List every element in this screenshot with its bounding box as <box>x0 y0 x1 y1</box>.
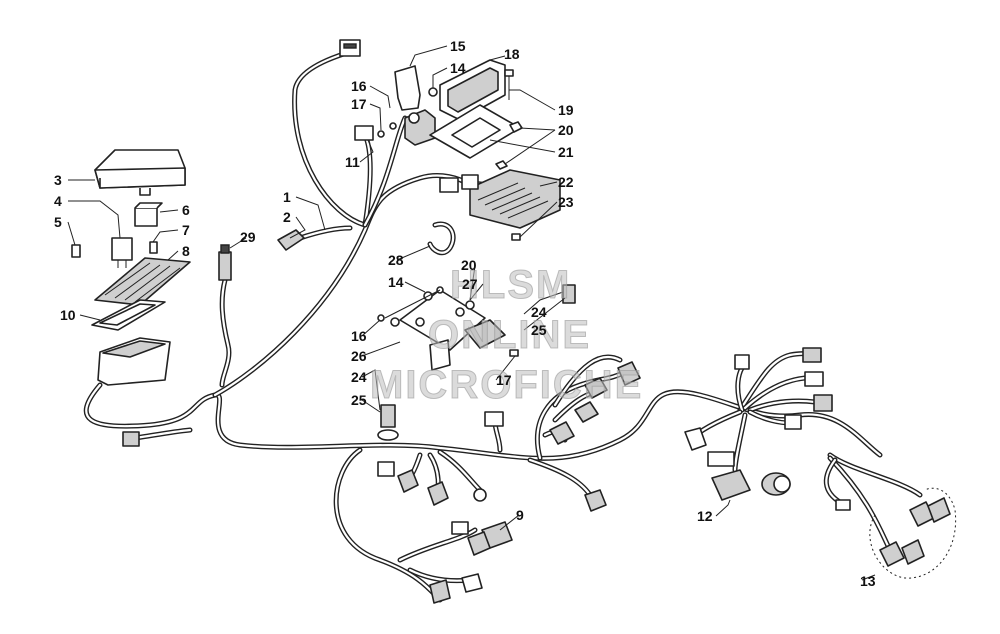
part-8-fuse-panel <box>94 257 191 306</box>
watermark-line2: ONLINE <box>428 313 591 357</box>
callout-13: 13 <box>860 573 876 589</box>
callout-26: 26 <box>351 348 367 364</box>
callout-27: 27 <box>462 276 478 292</box>
part-19-bolt <box>504 69 514 100</box>
callout-20-upper: 20 <box>558 122 574 138</box>
callout-11: 11 <box>345 154 360 170</box>
part-11-connector <box>354 125 374 141</box>
callout-6: 6 <box>182 202 190 218</box>
callout-25-right: 25 <box>531 322 547 338</box>
part-28-clip <box>427 221 456 256</box>
part-14-nut <box>428 87 438 97</box>
part-24-25-grommet <box>377 284 576 441</box>
part-16-17-screw <box>377 122 397 138</box>
watermark: HLSM ONLINE MICROFICHE <box>370 263 643 408</box>
callout-19: 19 <box>558 102 574 118</box>
callout-28: 28 <box>388 252 404 268</box>
part-7-fuse <box>149 241 158 254</box>
part-29-sensor <box>218 244 232 281</box>
callout-20-lower: 20 <box>461 257 477 273</box>
left-stub-connector <box>122 431 140 447</box>
callout-5: 5 <box>54 214 62 230</box>
callout-22: 22 <box>558 174 574 190</box>
callout-17-lower: 17 <box>496 372 512 388</box>
right-connectors <box>734 347 851 511</box>
callout-15: 15 <box>450 38 466 54</box>
part-12-connector <box>684 427 791 501</box>
callout-9: 9 <box>516 507 524 523</box>
watermark-line3: MICROFICHE <box>370 363 643 407</box>
callout-8: 8 <box>182 243 190 259</box>
part-2-connector <box>277 229 305 251</box>
callout-16-lower: 16 <box>351 328 367 344</box>
callout-2: 2 <box>283 209 291 225</box>
part-23-bolt <box>511 233 521 241</box>
part-26-bracket <box>399 289 486 351</box>
mid-connectors <box>377 361 641 512</box>
callout-3: 3 <box>54 172 62 188</box>
part-27-spacer <box>465 300 475 310</box>
callout-23: 23 <box>558 194 574 210</box>
callout-labels: 1 2 3 4 5 6 7 8 9 10 11 12 13 14 14 15 1… <box>54 38 876 589</box>
part-3-fuse-box-cover <box>94 149 186 196</box>
callout-4: 4 <box>54 193 62 209</box>
callout-10: 10 <box>60 307 76 323</box>
starter-relay <box>404 109 436 146</box>
regulator-connector <box>439 174 479 193</box>
part-15-bracket <box>394 65 421 111</box>
part-10-gasket <box>91 299 166 331</box>
part-14-16-hardware-lower <box>377 286 444 327</box>
part-6-relay <box>134 202 163 227</box>
watermark-line1: HLSM <box>450 263 571 307</box>
fuse-box-base <box>97 337 171 386</box>
connector-top <box>339 39 361 57</box>
part-13-injector-connectors <box>869 487 957 579</box>
bottom-connectors <box>429 521 483 604</box>
part-17-screw-lower <box>509 349 519 357</box>
callout-24-left: 24 <box>351 369 367 385</box>
callout-7: 7 <box>182 222 190 238</box>
part-22-regulator <box>469 169 561 229</box>
callout-16-upper: 16 <box>351 78 367 94</box>
part-9-connector <box>467 521 513 556</box>
leader-lines <box>67 45 876 581</box>
part-21-mount-plate <box>429 104 521 159</box>
relay-lower <box>429 319 506 371</box>
callout-12: 12 <box>697 508 713 524</box>
part-4-relay <box>111 237 133 268</box>
callout-17-upper: 17 <box>351 96 367 112</box>
callout-25-left: 25 <box>351 392 367 408</box>
callout-14-lower: 14 <box>388 274 404 290</box>
callout-18: 18 <box>504 46 520 62</box>
callout-21: 21 <box>558 144 574 160</box>
part-5-fuse <box>71 244 81 258</box>
callout-14-upper: 14 <box>450 60 466 76</box>
callout-24-right: 24 <box>531 304 547 320</box>
callout-29: 29 <box>240 229 256 245</box>
callout-1: 1 <box>283 189 291 205</box>
